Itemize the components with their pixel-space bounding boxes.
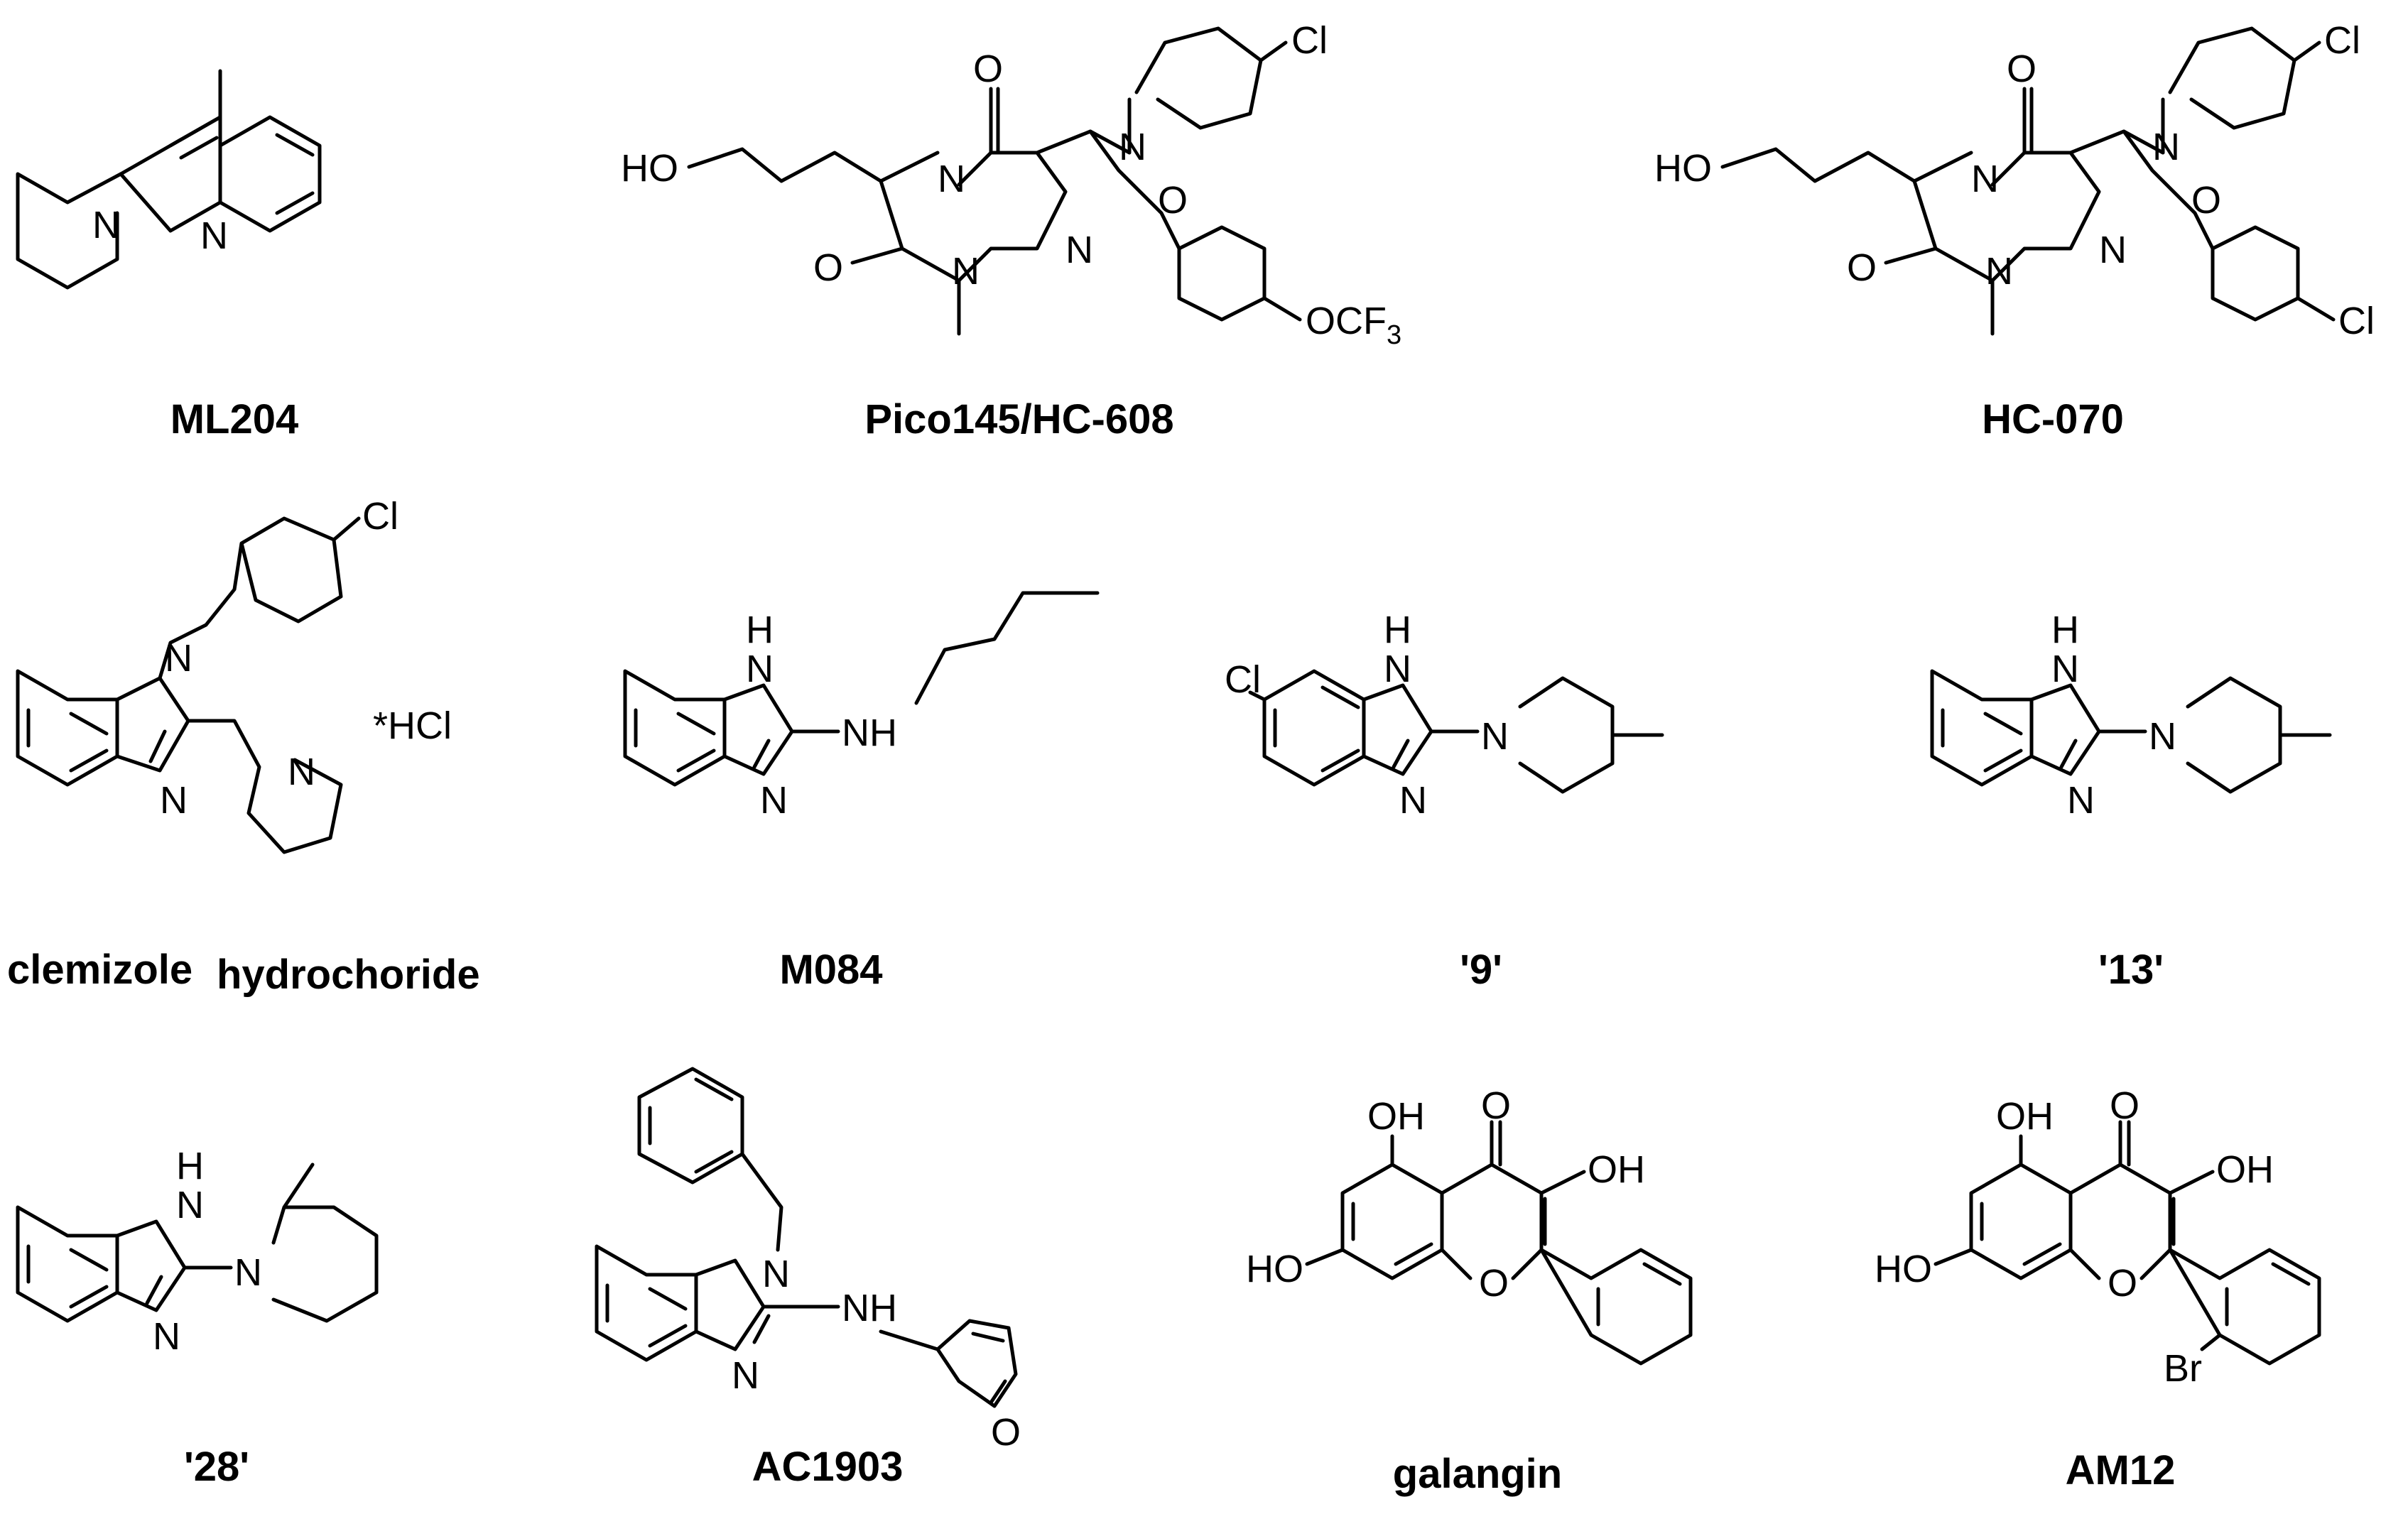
structure-13: N H N N '13' [1930,609,2332,993]
atom-o: O [1158,179,1188,222]
caption-28: '28' [184,1444,249,1490]
atom-h: H [1384,609,1411,651]
caption-hc070: HC-070 [1982,396,2124,442]
atom-n: N [2067,779,2095,822]
atom-ho: HO [621,147,678,190]
atom-nh: N [176,1184,204,1226]
atom-cl: Cl [1225,658,1261,701]
atom-n: N [200,214,228,257]
atom-n: N [234,1251,262,1294]
atom-oh: OH [1367,1095,1425,1138]
atom-ho: HO [1246,1248,1303,1290]
atom-ocf3: OCF3 [1306,300,1401,350]
atom-n: N [165,637,192,680]
atom-h: H [2051,609,2079,651]
atom-o: O [1479,1262,1509,1305]
atom-oh: OH [1588,1148,1645,1191]
caption-pico145: Pico145/HC-608 [864,396,1173,442]
atom-ho: HO [1875,1248,1932,1290]
atom-o: O [1481,1084,1511,1127]
atom-n: N [153,1315,180,1358]
caption-m084: M084 [779,947,882,993]
atom-n: N [2152,126,2180,168]
atom-n: N [288,751,315,793]
atom-n: N [732,1354,759,1397]
atom-o: O [2191,179,2221,222]
atom-cl: Cl [2324,19,2360,62]
caption-am12: AM12 [2066,1447,2176,1493]
caption-13: '13' [2098,947,2164,993]
structure-clemizole: N N N Cl *HCl clemizole hydrochoride [7,495,480,998]
atom-n: N [92,204,120,246]
atom-o: O [2110,1084,2139,1127]
atom-n: N [1985,250,2013,293]
caption-ml204: ML204 [170,396,299,442]
atom-n: N [1399,779,1427,822]
atom-o: O [991,1411,1021,1454]
atom-o: O [1847,246,1877,289]
atom-n: N [1971,158,1999,200]
atom-ho: HO [1654,147,1712,190]
caption-clemizole: clemizole [7,947,192,993]
atom-oh: OH [2216,1148,2274,1191]
atom-nh: N [1384,648,1411,690]
structure-ac1903: N N NH O AC1903 [595,1067,1021,1490]
atom-n: N [1065,229,1093,271]
atom-nh: N [746,648,774,690]
atom-n: N [760,779,788,822]
atom-o: O [973,48,1003,90]
atom-h: H [176,1145,204,1187]
caption-ac1903: AC1903 [752,1444,904,1490]
atom-h: H [746,609,774,651]
atom-br: Br [2164,1347,2202,1390]
atom-n: N [1119,126,1146,168]
salt-label: *HCl [373,704,452,747]
atom-nh: NH [842,1287,897,1329]
structure-galangin: HO OH O OH O galangin [1246,1084,1693,1497]
atom-n: N [160,779,188,822]
atom-n: N [1481,715,1509,758]
atom-o: O [2007,48,2037,90]
structure-hc070: HO N O N N N O O Cl Cl HC-070 [1654,19,2375,442]
atom-n: N [2099,229,2127,271]
caption-9: '9' [1460,947,1502,993]
caption-galangin: galangin [1393,1451,1562,1497]
atom-n: N [952,250,980,293]
atom-o: O [2108,1262,2137,1305]
structure-9: Cl N H N N '9' [1225,609,1664,993]
atom-nh: N [2051,648,2079,690]
structure-pico145: HO N O N N N O O Cl OCF3 Pico145/HC-608 [621,19,1401,442]
atom-cl: Cl [2338,300,2375,342]
atom-n: N [762,1253,790,1295]
atom-n: N [938,158,965,200]
caption-clemizole-suffix: hydrochoride [217,952,480,998]
structure-am12: HO OH O OH O Br AM12 [1875,1084,2321,1493]
atom-oh: OH [1996,1095,2054,1138]
atom-cl: Cl [1291,19,1328,62]
atom-o: O [813,246,843,289]
structure-m084: N H N NH M084 [623,591,1100,993]
atom-nh: NH [842,712,897,754]
structure-28: N H N N '28' [16,1145,379,1490]
atom-n: N [2149,715,2176,758]
atom-cl: Cl [362,495,398,538]
structure-ml204: N N ML204 [16,69,322,442]
